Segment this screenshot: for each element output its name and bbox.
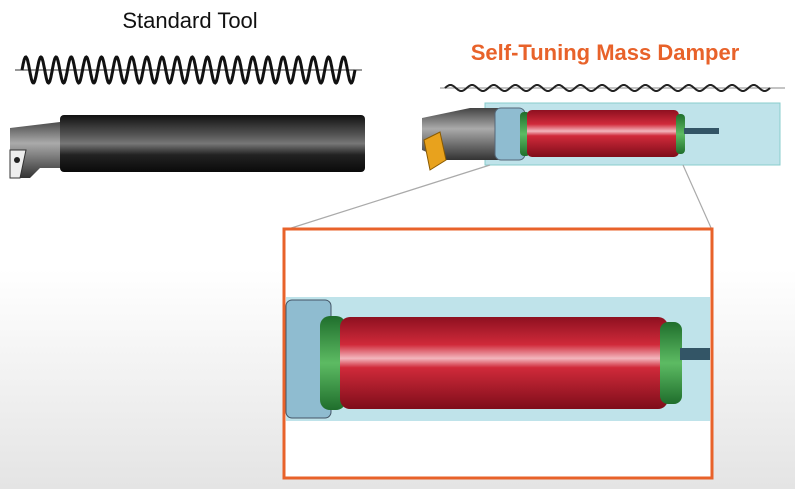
damper-mass-large [340,317,668,409]
cutting-insert [9,149,27,179]
damper-title: Self-Tuning Mass Damper [470,40,740,65]
vibration-wave-large [20,55,357,85]
standard-tool-title: Standard Tool [122,8,258,33]
tool-holder [10,120,65,178]
standard-tool-bar [60,115,365,172]
vibration-wave-small [444,84,771,92]
damper-mass-small [527,110,679,157]
damper-insert [423,131,447,171]
